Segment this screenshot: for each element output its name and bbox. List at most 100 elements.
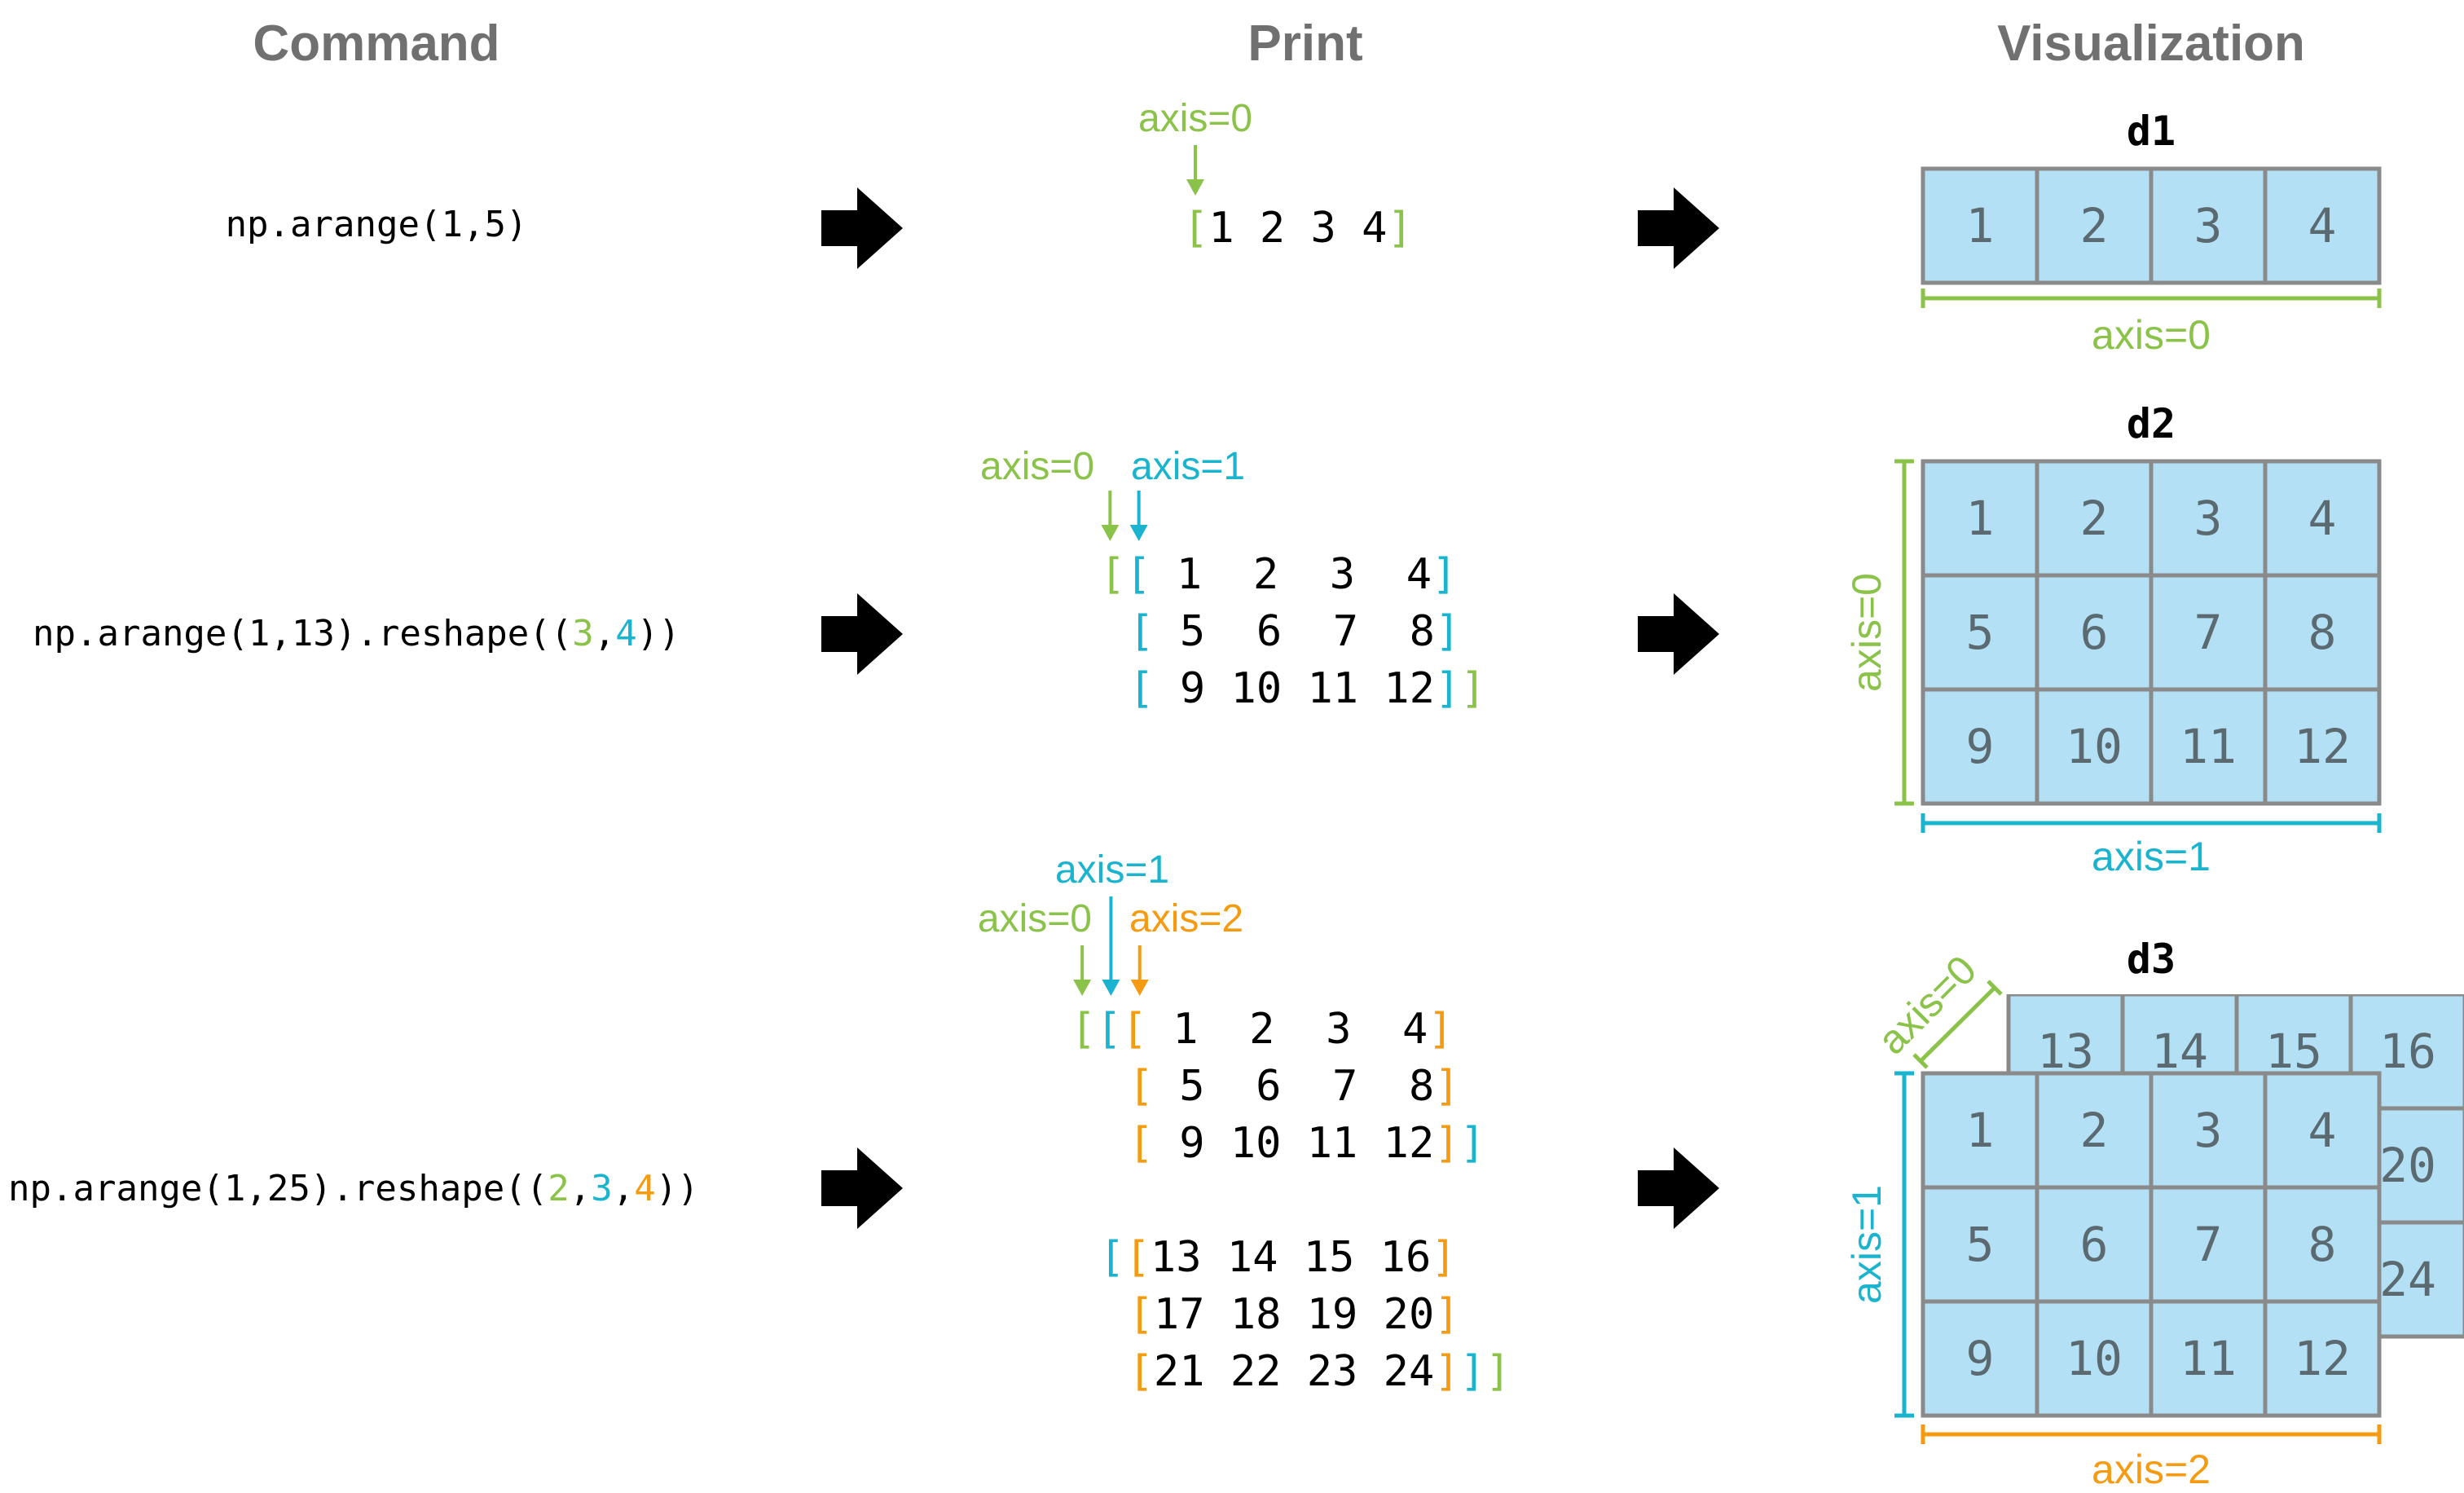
command-row2: np.arange(1,13).reshape((3,4)) xyxy=(33,613,680,654)
print-axis-label-axis1: axis=1 xyxy=(1055,848,1169,892)
d3-back-cell-value: 24 xyxy=(2379,1252,2436,1307)
d3-front-cell-value: 3 xyxy=(2194,1103,2223,1158)
d1-cell-value: 2 xyxy=(2080,198,2109,253)
print-axis-arrow-axis0 xyxy=(1101,525,1120,541)
print-row2-line2: [ 5 6 7 8] xyxy=(1129,607,1460,656)
d3-front-cell-value: 2 xyxy=(2080,1103,2109,1158)
d3-front-cell-value: 10 xyxy=(2066,1331,2123,1386)
flow-arrow-2-row2 xyxy=(1638,593,1719,675)
d1-cell-value: 3 xyxy=(2194,198,2223,253)
d2-cell xyxy=(2149,459,2268,578)
viz-title-d2: d2 xyxy=(2127,400,2176,447)
d3-front-cell xyxy=(1921,1299,2039,1418)
print-row3-line6: [21 22 23 24]]] xyxy=(1129,1347,1511,1396)
header-command: Command xyxy=(253,15,499,72)
d3-front-cell-value: 5 xyxy=(1966,1217,1995,1272)
d2-cell-value: 11 xyxy=(2180,719,2237,774)
print-row1-line1: [1 2 3 4] xyxy=(1183,204,1413,253)
d2-cell-value: 4 xyxy=(2308,491,2337,546)
d2-cell-value: 7 xyxy=(2194,605,2223,660)
print-axis-arrow-axis1 xyxy=(1129,525,1148,541)
d1-axis0-label: axis=0 xyxy=(2092,312,2211,358)
d2-cell xyxy=(1921,459,2039,578)
d2-axis0-label: axis=0 xyxy=(1844,573,1890,692)
print-axis-label-axis0: axis=0 xyxy=(1138,97,1252,140)
command-row1: np.arange(1,5) xyxy=(226,204,528,245)
d2-cell-value: 1 xyxy=(1966,491,1995,546)
d3-front-cell xyxy=(2149,1299,2268,1418)
print-axis-arrow-axis2 xyxy=(1130,980,1149,996)
d2-cell xyxy=(2263,459,2382,578)
d2-cell xyxy=(2149,687,2268,806)
d2-cell-value: 6 xyxy=(2080,605,2109,660)
d3-front-cell-value: 8 xyxy=(2308,1217,2337,1272)
d3-front-cell-value: 4 xyxy=(2308,1103,2337,1158)
d1-cell-value: 4 xyxy=(2308,198,2337,253)
header-visualization: Visualization xyxy=(1997,15,2305,72)
print-axis-label-axis2: axis=2 xyxy=(1129,897,1243,940)
d3-front-cell xyxy=(2263,1071,2382,1190)
d2-cell xyxy=(1921,687,2039,806)
d3-front-cell-value: 9 xyxy=(1966,1331,1995,1386)
flow-arrow-1-row3 xyxy=(821,1147,903,1229)
print-axis-label-axis0: axis=0 xyxy=(980,445,1094,488)
d1-cell xyxy=(1921,166,2039,285)
print-row3-line1: [[[ 1 2 3 4] xyxy=(1071,1005,1454,1054)
d3-axis0-label: axis=0 xyxy=(1869,947,1986,1064)
print-column: axis=0 [1 2 3 4] axis=0 axis=1 [[ 1 2 3 4] [ … xyxy=(978,97,1511,1396)
d3-back-cell-value: 20 xyxy=(2379,1138,2436,1193)
print-row2-line1: [[ 1 2 3 4] xyxy=(1100,550,1457,599)
d2-axis1-label: axis=1 xyxy=(2092,834,2211,879)
d2-cell-value: 3 xyxy=(2194,491,2223,546)
d1-cell-value: 1 xyxy=(1966,198,1995,253)
flow-arrows xyxy=(821,187,1719,1229)
d3-front-cell-value: 6 xyxy=(2080,1217,2109,1272)
d3-front-cell-value: 11 xyxy=(2180,1331,2237,1386)
d1-cell xyxy=(2035,166,2154,285)
print-axis-label-axis1: axis=1 xyxy=(1131,445,1245,488)
d2-cell-value: 10 xyxy=(2066,719,2123,774)
d3-back-cell-value: 15 xyxy=(2265,1024,2322,1079)
d3-front-cell xyxy=(2263,1299,2382,1418)
d3-axis2-label: axis=2 xyxy=(2092,1447,2211,1492)
print-row2-line3: [ 9 10 11 12]] xyxy=(1129,664,1485,713)
flow-arrow-1-row2 xyxy=(821,593,903,675)
flow-arrow-2-row3 xyxy=(1638,1147,1719,1229)
print-row3-line2: [ 5 6 7 8] xyxy=(1129,1062,1460,1111)
command-row3: np.arange(1,25).reshape((2,3,4)) xyxy=(8,1168,699,1209)
flow-arrow-2-row1 xyxy=(1638,187,1719,269)
print-row3-line5: [17 18 19 20] xyxy=(1129,1290,1460,1339)
print-row3-line4: [[13 14 15 16] xyxy=(1099,1233,1456,1282)
print-axis-arrow-axis1 xyxy=(1102,980,1120,996)
print-axis-arrow-axis0 xyxy=(1186,179,1204,196)
d3-front-cell xyxy=(2263,1185,2382,1304)
d2-cell xyxy=(2263,573,2382,692)
print-axis-arrow-axis0 xyxy=(1073,980,1092,996)
d3-front-cell-value: 1 xyxy=(1966,1103,1995,1158)
flow-arrow-1-row1 xyxy=(821,187,903,269)
d3-axis1-label: axis=1 xyxy=(1844,1185,1890,1304)
d2-cell-value: 8 xyxy=(2308,605,2337,660)
viz-title-d3: d3 xyxy=(2127,936,2176,983)
d3-front-cell xyxy=(2035,1071,2154,1190)
d2-cell xyxy=(2035,459,2154,578)
d3-front-cell xyxy=(1921,1185,2039,1304)
d3-axis0-bracket-cap-b xyxy=(1987,980,2003,996)
print-axis-label-axis0: axis=0 xyxy=(978,897,1092,940)
d2-cell xyxy=(2149,573,2268,692)
d2-cell xyxy=(1921,573,2039,692)
d3-axis0-bracket xyxy=(1919,986,1996,1063)
d3-front-cell-value: 7 xyxy=(2194,1217,2223,1272)
viz-title-d1: d1 xyxy=(2127,108,2176,155)
d2-cell-value: 12 xyxy=(2294,719,2351,774)
print-row3-line3: [ 9 10 11 12]] xyxy=(1129,1119,1485,1168)
d2-cell xyxy=(2263,687,2382,806)
d2-cell-value: 5 xyxy=(1966,605,1995,660)
d3-axis0-bracket-cap-a xyxy=(1912,1053,1929,1069)
d3-back-cell-value: 14 xyxy=(2151,1024,2208,1079)
d2-cell-value: 2 xyxy=(2080,491,2109,546)
header-print: Print xyxy=(1247,15,1362,72)
d2-cell xyxy=(2035,687,2154,806)
